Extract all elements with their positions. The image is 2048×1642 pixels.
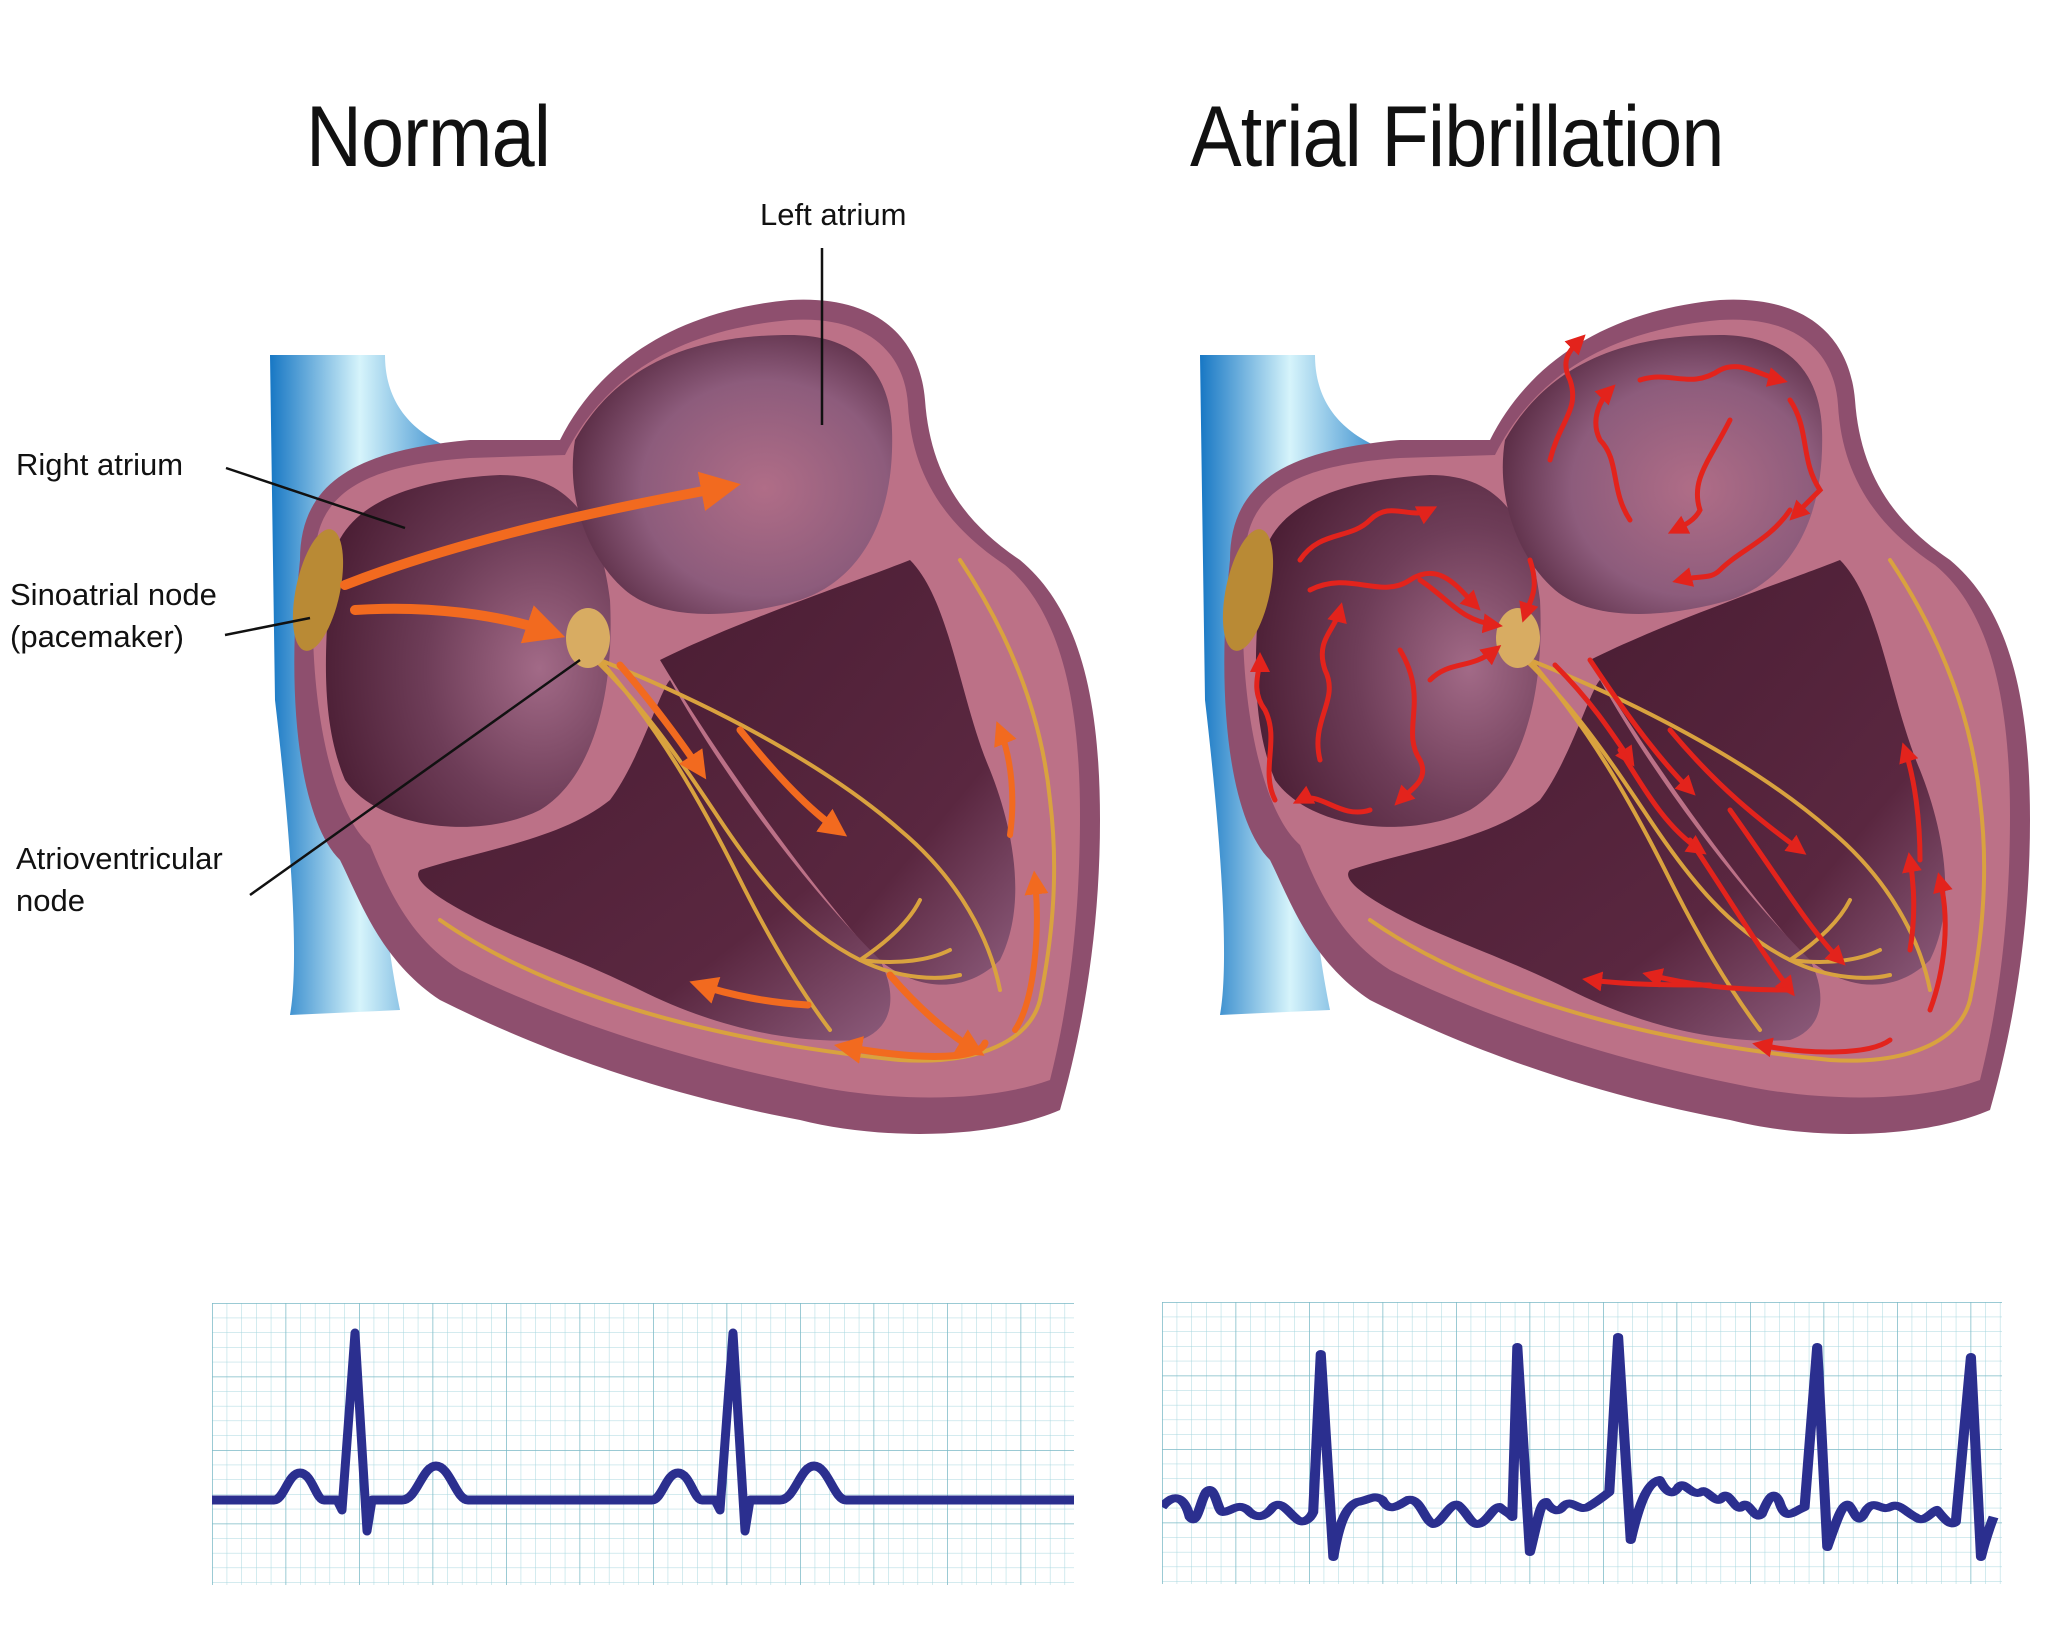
ecg-trace-normal xyxy=(212,1328,1074,1536)
label-av-node-line2: node xyxy=(16,883,85,918)
label-av-node-line1: Atrioventricular xyxy=(16,841,223,876)
ecg-grid xyxy=(212,1303,1074,1585)
label-left-atrium: Left atrium xyxy=(760,197,907,232)
label-sinoatrial-node-line2: (pacemaker) xyxy=(10,619,184,654)
heart-atrial-fibrillation xyxy=(1198,297,2032,1136)
ecg-grid xyxy=(1162,1302,2002,1584)
label-sinoatrial-node-line1: Sinoatrial node xyxy=(10,577,217,612)
panel-title-normal: Normal xyxy=(306,89,551,185)
leader-lines xyxy=(224,248,824,897)
afib-chaotic-arrows xyxy=(1249,334,1953,1058)
label-atrioventricular-node: Atrioventricular node xyxy=(16,838,223,922)
label-sinoatrial-node: Sinoatrial node (pacemaker) xyxy=(10,574,217,658)
ecg-strip-normal xyxy=(212,1303,1074,1588)
normal-impulse-arrows xyxy=(340,471,1049,1064)
ecg-strip-atrial-fibrillation xyxy=(1162,1302,2024,1587)
ecg-normal-chart xyxy=(212,1303,1074,1585)
heart-normal xyxy=(224,248,1102,1136)
panel-title-atrial-fibrillation: Atrial Fibrillation xyxy=(1190,89,1724,185)
ecg-afib-chart xyxy=(1162,1302,2002,1584)
label-right-atrium: Right atrium xyxy=(16,447,184,482)
ecg-trace-afib xyxy=(1162,1333,1999,1561)
